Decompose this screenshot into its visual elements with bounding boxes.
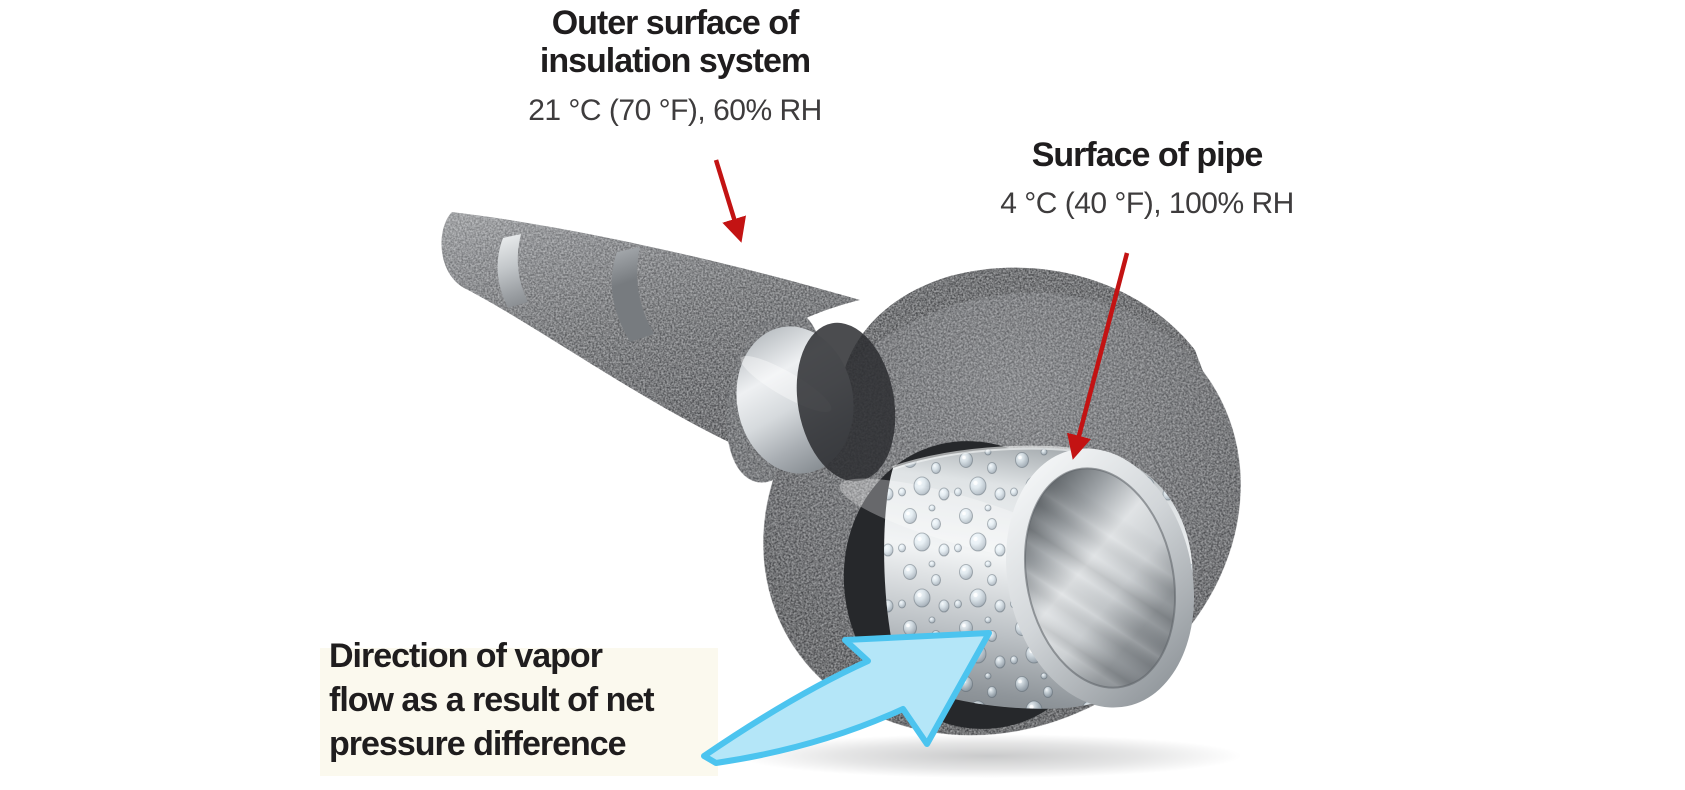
red-arrow-insulation-surface bbox=[713, 159, 747, 243]
ground-shadow bbox=[738, 734, 1242, 778]
annotation-vapor-flow: Direction of vapor flow as a result of n… bbox=[329, 634, 749, 766]
outer-surface-conditions: 21 °C (70 °F), 60% RH bbox=[528, 93, 822, 127]
annotation-pipe-surface: Surface of pipe 4 °C (40 °F), 100% RH bbox=[950, 136, 1344, 221]
vapor-label-background bbox=[320, 648, 718, 776]
red-arrow-pipe-surface bbox=[1067, 252, 1130, 460]
pipe-surface-title: Surface of pipe bbox=[1031, 136, 1264, 174]
bare-pipe-section bbox=[736, 322, 896, 482]
metal-band-1 bbox=[497, 234, 528, 308]
pipe-entry-shadow bbox=[796, 322, 896, 482]
outer-surface-title: Outer surface of insulation system bbox=[539, 4, 811, 81]
vapor-flow-title: Direction of vapor flow as a result of n… bbox=[329, 637, 655, 763]
annotation-outer-surface: Outer surface of insulation system 21 °C… bbox=[455, 4, 895, 128]
pipe-opening bbox=[1005, 448, 1195, 708]
metal-band-2 bbox=[611, 247, 654, 342]
vapor-flow-arrow bbox=[701, 630, 992, 766]
pipe-surface-conditions: 4 °C (40 °F), 100% RH bbox=[1000, 187, 1294, 221]
